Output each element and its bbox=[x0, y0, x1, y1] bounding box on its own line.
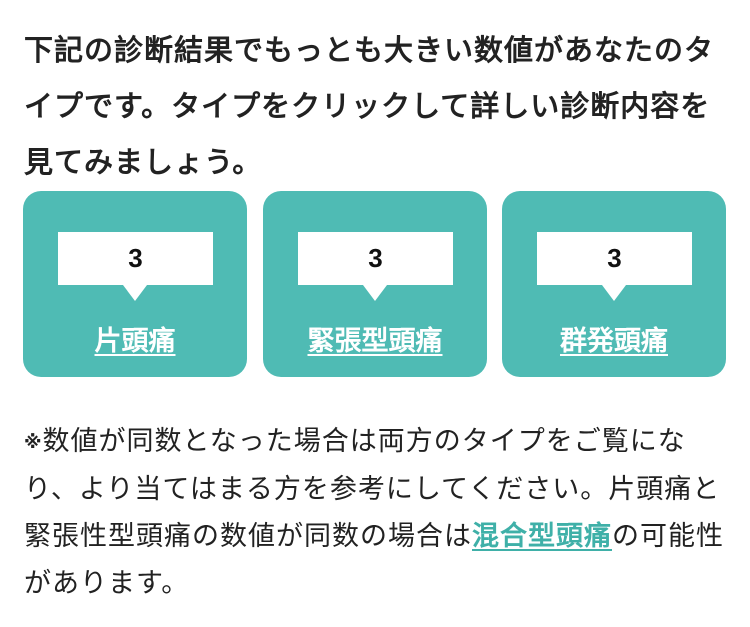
mixed-headache-link[interactable]: 混合型頭痛 bbox=[472, 521, 612, 552]
type-link-migraine[interactable]: 片頭痛 bbox=[94, 326, 176, 357]
type-card-cluster[interactable]: 3 群発頭痛 bbox=[502, 191, 726, 377]
score-value: 3 bbox=[368, 243, 383, 273]
score-value: 3 bbox=[607, 243, 622, 273]
tie-note: ※数値が同数となった場合は両方のタイプをご覧になり、より当てはまる方を参考にして… bbox=[24, 418, 724, 607]
type-card-tension[interactable]: 3 緊張型頭痛 bbox=[263, 191, 487, 377]
note-text-end: の可能性があります。 bbox=[24, 521, 724, 599]
score-bubble: 3 bbox=[58, 232, 213, 285]
bubble-pointer bbox=[363, 285, 387, 301]
note-text: 数値が同数となった場合は両方のタイプをご覧になり、より当てはまる方を参考にしてく… bbox=[24, 426, 721, 552]
type-link-tension[interactable]: 緊張型頭痛 bbox=[307, 326, 443, 357]
type-link-cluster[interactable]: 群発頭痛 bbox=[560, 326, 668, 357]
diagnosis-results: 3 片頭痛 3 緊張型頭痛 3 群発頭痛 bbox=[23, 191, 728, 377]
score-bubble: 3 bbox=[298, 232, 453, 285]
note-mark: ※ bbox=[24, 432, 43, 453]
score-value: 3 bbox=[128, 243, 143, 273]
bubble-pointer bbox=[602, 285, 626, 301]
type-card-migraine[interactable]: 3 片頭痛 bbox=[23, 191, 247, 377]
intro-text: 下記の診断結果でもっとも大きい数値があなたのタイプです。タイプをクリックして詳し… bbox=[24, 33, 715, 179]
bubble-pointer bbox=[123, 285, 147, 301]
score-bubble: 3 bbox=[537, 232, 692, 285]
